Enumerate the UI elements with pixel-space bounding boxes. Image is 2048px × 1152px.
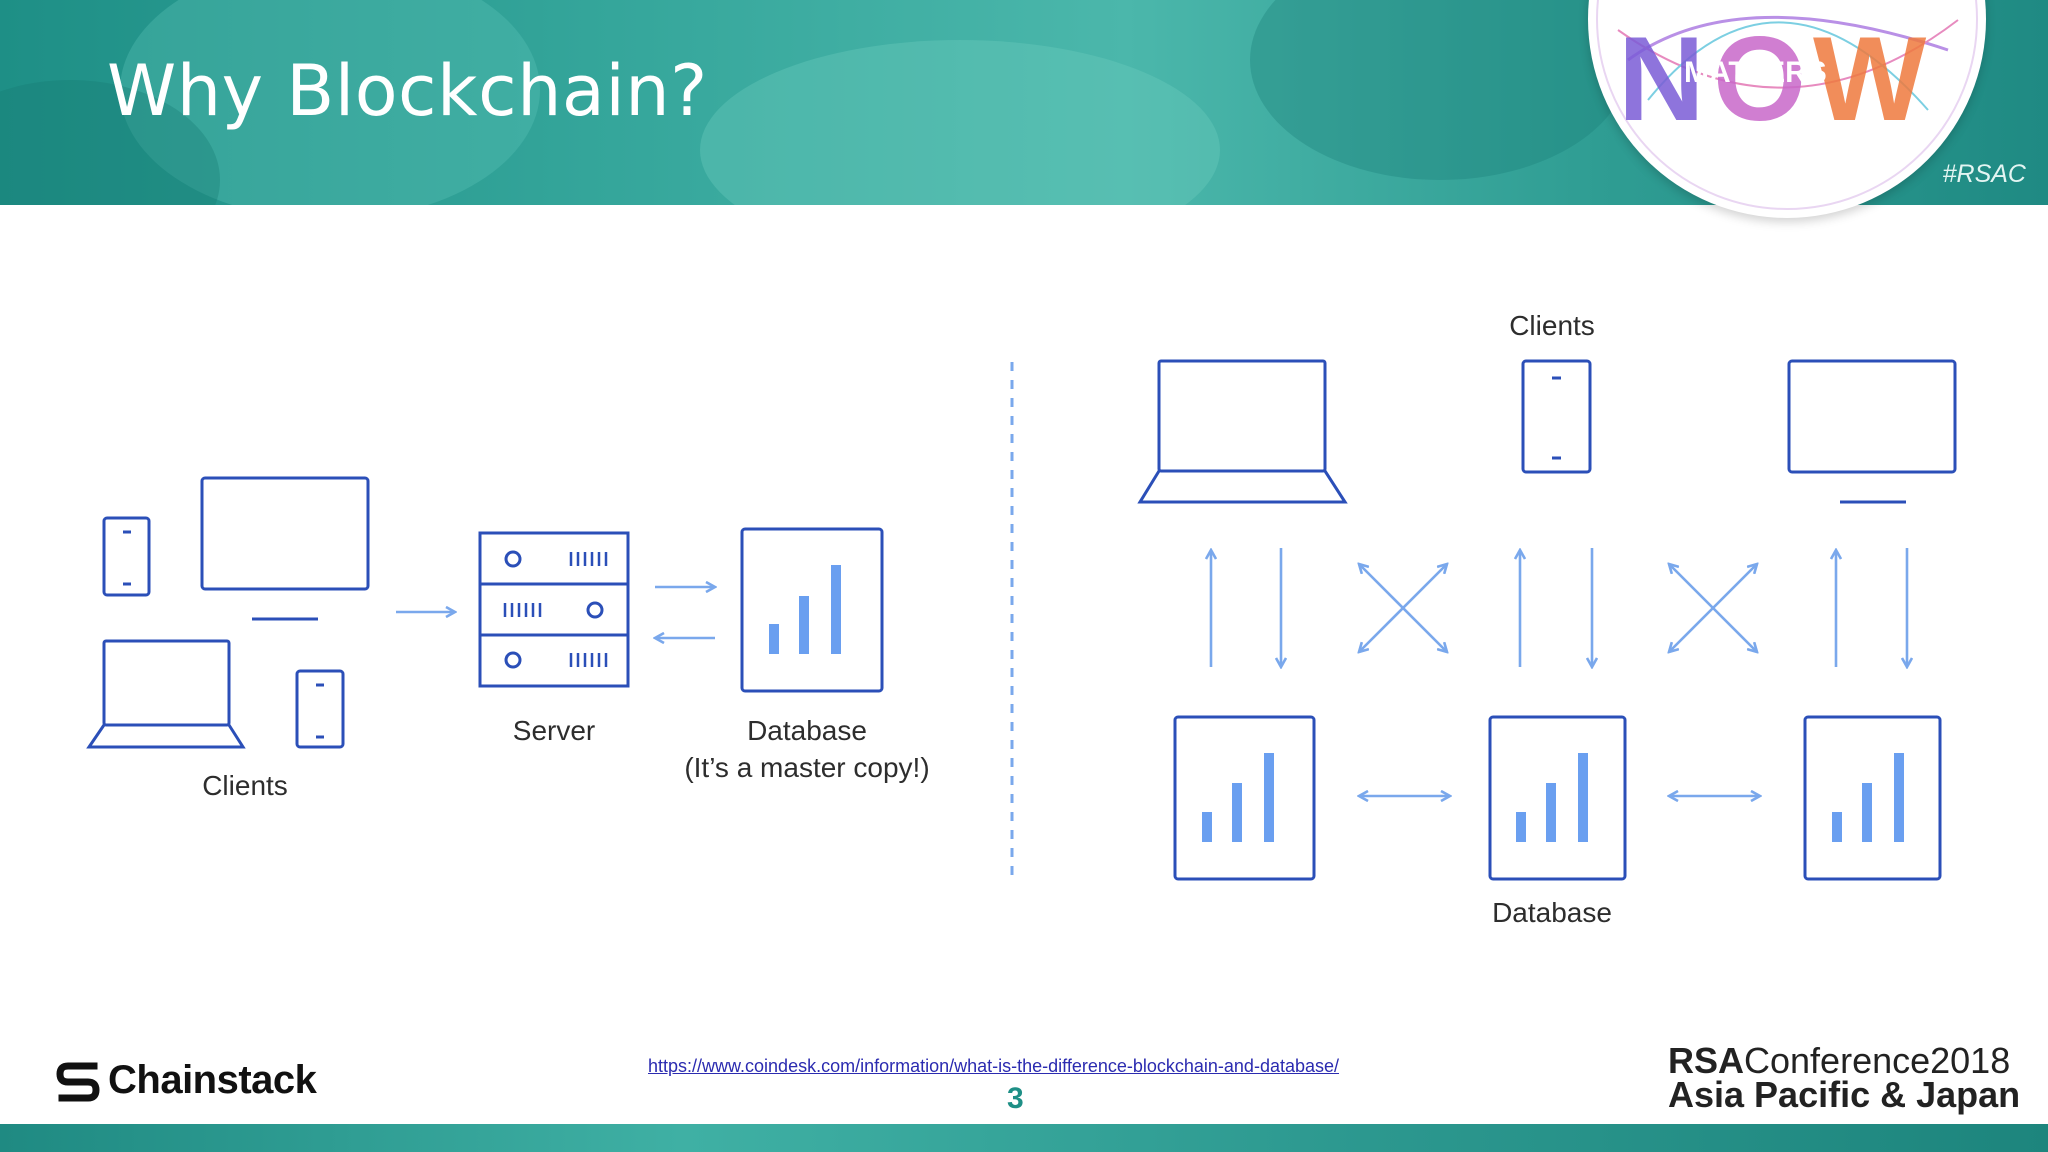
conference-logo: RSAConference2018 [1668, 1040, 2010, 1082]
chainstack-logo-text: Chainstack [108, 1058, 317, 1102]
svg-text:O: O [1713, 12, 1806, 146]
database-label: Database [747, 715, 867, 746]
right-monitor-icon [1787, 359, 1957, 504]
left-laptop-icon [86, 639, 246, 749]
server-icon [478, 531, 630, 688]
server-label: Server [512, 715, 596, 746]
right-database-icon-3 [1803, 715, 1942, 881]
right-laptop-icon [1137, 359, 1348, 504]
conference-brand: RSA [1668, 1040, 1745, 1081]
right-phone-icon [1521, 359, 1592, 474]
left-clients-label: Clients [202, 770, 288, 801]
badge-label: MATTERS [1684, 56, 1827, 89]
data-flow-arrows [396, 548, 1907, 796]
hashtag: #RSAC [1942, 160, 2026, 188]
database-bars [769, 565, 1904, 842]
svg-text:N: N [1618, 12, 1705, 146]
left-monitor-icon [200, 476, 370, 621]
slide-title: Why Blockchain? [107, 50, 708, 132]
right-database-icon-1 [1173, 715, 1316, 881]
source-link[interactable]: https://www.coindesk.com/information/wha… [648, 1056, 1340, 1076]
right-clients-label: Clients [1509, 310, 1595, 341]
page-number: 3 [1007, 1082, 1024, 1115]
footer-band [0, 1124, 2048, 1152]
chainstack-logo-icon [56, 1062, 100, 1102]
right-database-label: Database [1492, 897, 1612, 928]
badge-graphic: N O W MATTERS [1596, 0, 1978, 210]
left-database-icon [740, 527, 884, 693]
right-database-icon-2 [1488, 715, 1627, 881]
left-small-phone-icon [295, 669, 345, 749]
database-note: (It’s a master copy!) [684, 752, 930, 783]
conference-name: Conference2018 [1744, 1040, 2011, 1081]
left-phone-icon [102, 516, 151, 597]
conference-region: Asia Pacific & Japan [1668, 1074, 2021, 1115]
svg-text:W: W [1813, 12, 1927, 146]
